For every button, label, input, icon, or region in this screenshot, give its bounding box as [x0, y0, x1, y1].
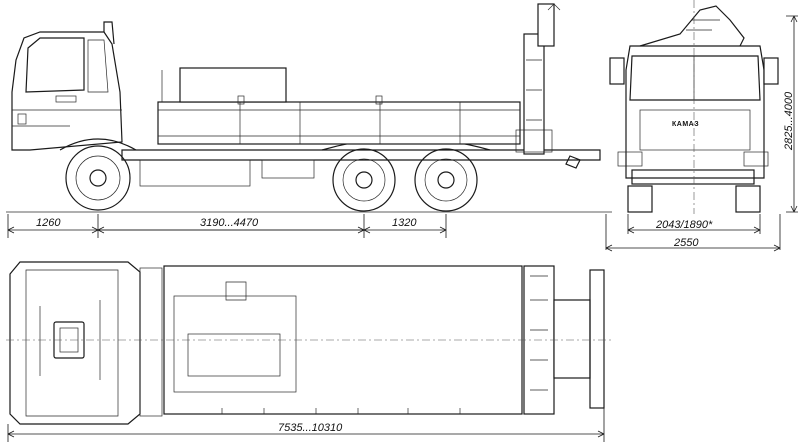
rear-wheel-2 — [414, 148, 478, 212]
battery-box — [261, 159, 315, 179]
top-view — [6, 261, 612, 425]
rear-wheel-1 — [332, 148, 396, 212]
front-tire-left — [627, 185, 653, 213]
windshield — [629, 55, 761, 101]
toolbox-top — [173, 295, 297, 393]
dim-height: 2825...4000 — [783, 91, 795, 151]
crane-front — [639, 5, 745, 47]
cargo-body-side — [157, 67, 521, 145]
front-view: КАМАЗ — [609, 0, 779, 214]
cab-side — [11, 21, 123, 151]
dimensions-top: 7535...10310 — [7, 408, 605, 442]
dim-cab-overhang: 1260 — [36, 217, 61, 229]
dimensions-side: 1260 3190...4470 1320 — [7, 214, 447, 238]
dim-track-width: 2043/1890* — [655, 219, 713, 231]
mirror-right — [763, 57, 779, 85]
dim-bogie: 1320 — [392, 217, 417, 229]
front-tire-right — [735, 185, 761, 213]
side-view — [6, 3, 612, 213]
dimensions-front: 2043/1890* 2550 2825...4000 — [605, 15, 798, 252]
front-wheel — [59, 138, 137, 211]
crane-boom-top — [589, 269, 605, 409]
grille — [639, 109, 751, 151]
brand-logo: КАМАЗ — [672, 121, 699, 128]
toolbox — [179, 67, 287, 103]
dim-wheelbase: 3190...4470 — [200, 217, 259, 229]
cab-front — [625, 45, 765, 179]
dim-overall-width: 2550 — [673, 237, 699, 249]
headlight-left — [617, 151, 643, 167]
headlight-right — [743, 151, 769, 167]
fuel-tank — [139, 159, 251, 187]
dim-overall-length: 7535...10310 — [278, 422, 343, 434]
crane-side — [515, 3, 581, 169]
cab-top — [9, 261, 141, 425]
mirror-left — [609, 57, 625, 85]
